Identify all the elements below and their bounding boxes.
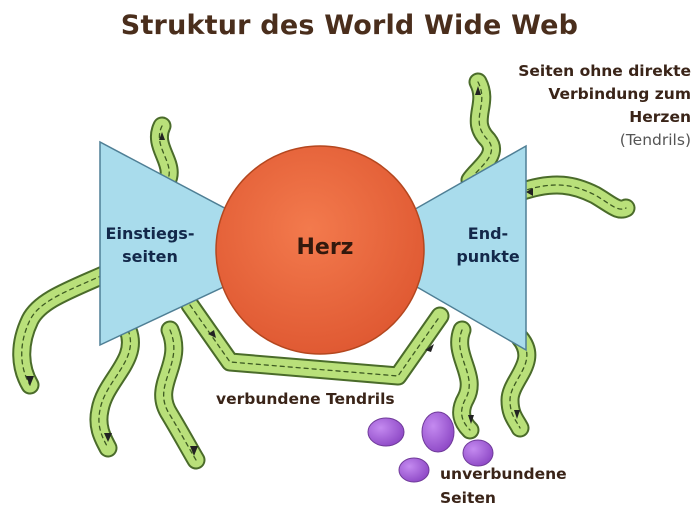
tendrils-line1: Seiten ohne direkte [518, 62, 691, 80]
out-label-line2: punkte [456, 247, 520, 266]
tendrils-line4: (Tendrils) [619, 131, 691, 149]
tendril-bottom-left-1 [89, 320, 140, 458]
diagram-title: Struktur des World Wide Web [120, 10, 579, 41]
in-label-line1: Einstiegs- [105, 224, 195, 243]
tendrils-line3: Herzen [629, 108, 691, 126]
tendril-left [12, 262, 120, 395]
tendril-arrowheads [26, 86, 533, 456]
in-label-line2: seiten [122, 247, 178, 266]
tendrils-line2: Verbindung zum [548, 85, 691, 103]
disconnected-pages [367, 411, 494, 483]
tendril-bottom-right-2 [500, 328, 537, 438]
tendrils-annotation: Seiten ohne direkte Verbindung zum Herze… [518, 60, 691, 152]
core-circle [215, 145, 425, 355]
tendril-bottom-right-1 [450, 320, 480, 440]
out-component-label: End- punkte [438, 222, 538, 268]
tendril-bottom-left-2 [154, 320, 206, 470]
disconnected-pages-label: unverbundene Seiten [440, 462, 567, 510]
in-component-label: Einstiegs- seiten [86, 222, 214, 268]
tendril-top-right [460, 72, 501, 190]
connected-tendrils-label: verbundene Tendrils [216, 390, 395, 408]
disconnected-line1: unverbundene [440, 465, 567, 483]
core-label: Herz [296, 235, 354, 260]
tendril-right [510, 175, 636, 219]
disconnected-line2: Seiten [440, 489, 496, 507]
out-label-line1: End- [467, 224, 509, 243]
